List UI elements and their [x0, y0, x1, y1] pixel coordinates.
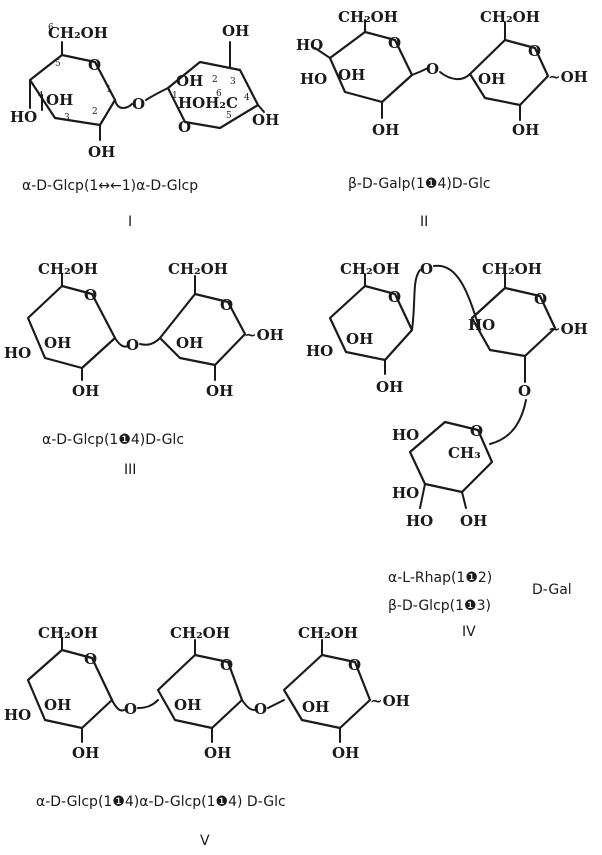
ring-oxygen: O [528, 42, 541, 60]
compound-IV: CH₂OH O HO OH OH O CH₂OH O ~OH HO O O CH… [306, 260, 588, 640]
compound-II: CH₂OH O HO HO OH OH O CH₂OH O ~OH OH OH … [296, 8, 588, 230]
ring-oxygen: O [348, 656, 361, 674]
ch2oh-group: CH₂OH [168, 260, 228, 278]
hydroxyl-group: OH [176, 334, 203, 352]
glycosidic-oxygen: O [124, 700, 137, 718]
hydroxyl-group: OH [72, 744, 99, 762]
hydroxyl-group: HO [4, 706, 31, 724]
hydroxyl-group: HO [392, 426, 419, 444]
compound-IV-numeral: IV [462, 624, 476, 640]
ch2oh-group: CH₂OH [482, 260, 542, 278]
hydroxyl-group: OH [338, 66, 365, 84]
compound-V-numeral: V [200, 833, 210, 849]
hydroxymethyl-group: HOH₂C [178, 94, 238, 112]
pyranose-ring [26, 284, 117, 370]
hydroxyl-group: HO [406, 512, 433, 530]
hydroxyl-group: HO [4, 344, 31, 362]
carbon-number-2: 2 [92, 107, 98, 117]
carbon-number-5: 5 [226, 111, 232, 121]
hydroxyl-group: OH [376, 378, 403, 396]
hydroxyl-group: HO [300, 70, 327, 88]
hydroxyl-group: OH [44, 334, 71, 352]
hydroxyl-group: OH [478, 70, 505, 88]
carbon-number-4: 4 [244, 93, 250, 103]
hydroxyl-group: HO [468, 316, 495, 334]
anomeric-hydroxyl: ~OH [548, 320, 588, 338]
hydroxyl-group: HO [392, 484, 419, 502]
ch2oh-group: CH₂OH [340, 260, 400, 278]
ring-oxygen: O [534, 290, 547, 308]
glycosidic-oxygen: O [254, 700, 267, 718]
hydroxyl-group: OH [346, 330, 373, 348]
compound-I: CH₂OH 6 O 5 4 3 2 1 OH HO OH O OH 2 3 4 … [10, 22, 279, 230]
carbon-number-1: 1 [172, 91, 178, 101]
compound-III-numeral: III [124, 462, 136, 478]
ring-oxygen: O [220, 656, 233, 674]
glycosidic-oxygen: O [426, 60, 439, 78]
hydroxyl-group: OH [512, 121, 539, 139]
hydroxyl-group: OH [222, 22, 249, 40]
compound-V: CH₂OH O HO OH OH O CH₂OH O OH OH O CH₂OH… [4, 624, 410, 849]
hydroxyl-group: OH [46, 91, 73, 109]
glycosidic-oxygen: O [420, 260, 433, 278]
hydroxyl-group: OH [302, 698, 329, 716]
carbon-number-6: 6 [48, 23, 54, 33]
carbon-number-6: 6 [216, 89, 222, 99]
hydroxyl-group: OH [332, 744, 359, 762]
compound-I-numeral: I [128, 214, 132, 230]
ch2oh-group: CH₂OH [38, 260, 98, 278]
glycosidic-oxygen: O [126, 336, 139, 354]
anomeric-hydroxyl: ~OH [370, 692, 410, 710]
hydroxyl-group: OH [460, 512, 487, 530]
compound-III: CH₂OH O HO OH OH O CH₂OH O ~OH OH OH α-D… [4, 260, 284, 478]
carbon-number-5: 5 [55, 59, 61, 69]
hydroxyl-group: HO [306, 342, 333, 360]
ring-oxygen: O [388, 34, 401, 52]
compound-II-name: β-D-Galp(1❶4)D-Glc [348, 176, 491, 192]
ring-oxygen: O [178, 118, 191, 136]
hydroxyl-group: HO [296, 36, 323, 54]
hydroxyl-group: OH [206, 382, 233, 400]
ch2oh-group: CH₂OH [38, 624, 98, 642]
compound-II-numeral: II [420, 214, 428, 230]
ch2oh-group: CH₂OH [298, 624, 358, 642]
ring-oxygen: O [220, 296, 233, 314]
hydroxyl-group: OH [44, 696, 71, 714]
compound-IV-name-line2: β-D-Glcp(1❶3) [388, 598, 491, 614]
hydroxyl-group: OH [88, 143, 115, 161]
hydroxyl-group: OH [204, 744, 231, 762]
glycosidic-oxygen: O [518, 382, 531, 400]
carbon-number-2: 2 [212, 75, 218, 85]
hydroxyl-group: OH [174, 696, 201, 714]
methyl-group: CH₃ [448, 444, 481, 462]
hydroxyl-group: HO [10, 108, 37, 126]
ch2oh-group: CH₂OH [338, 8, 398, 26]
ch2oh-group: CH₂OH [480, 8, 540, 26]
ring-oxygen: O [470, 422, 483, 440]
compound-V-name: α-D-Glcp(1❶4)α-D-Glcp(1❶4) D-Glc [36, 794, 286, 810]
ring-oxygen: O [84, 650, 97, 668]
compound-III-name: α-D-Glcp(1❶4)D-Glc [42, 432, 184, 448]
ring-oxygen: O [88, 56, 101, 74]
compound-IV-name-line1: α-L-Rhap(1❶2) [388, 570, 492, 586]
anomeric-hydroxyl: ~OH [244, 326, 284, 344]
ring-oxygen: O [388, 288, 401, 306]
pyranose-ring [26, 648, 114, 730]
hydroxyl-group: OH [372, 121, 399, 139]
hydroxyl-group: OH [176, 72, 203, 90]
carbon-number-3: 3 [64, 113, 70, 123]
ch2oh-group: CH₂OH [48, 24, 108, 42]
anomeric-hydroxyl: ~OH [548, 68, 588, 86]
carbon-number-3: 3 [230, 77, 236, 87]
compound-I-name: α-D-Glcp(1↔←1)α-D-Glcp [22, 178, 198, 194]
carbon-number-1: 1 [106, 85, 112, 95]
hydroxyl-group: OH [72, 382, 99, 400]
glycosidic-oxygen: O [132, 95, 145, 113]
pyranose-ring [28, 53, 117, 127]
hydroxyl-group: OH [252, 111, 279, 129]
ring-oxygen: O [84, 286, 97, 304]
compound-IV-name-right: D-Gal [532, 582, 572, 598]
ch2oh-group: CH₂OH [170, 624, 230, 642]
